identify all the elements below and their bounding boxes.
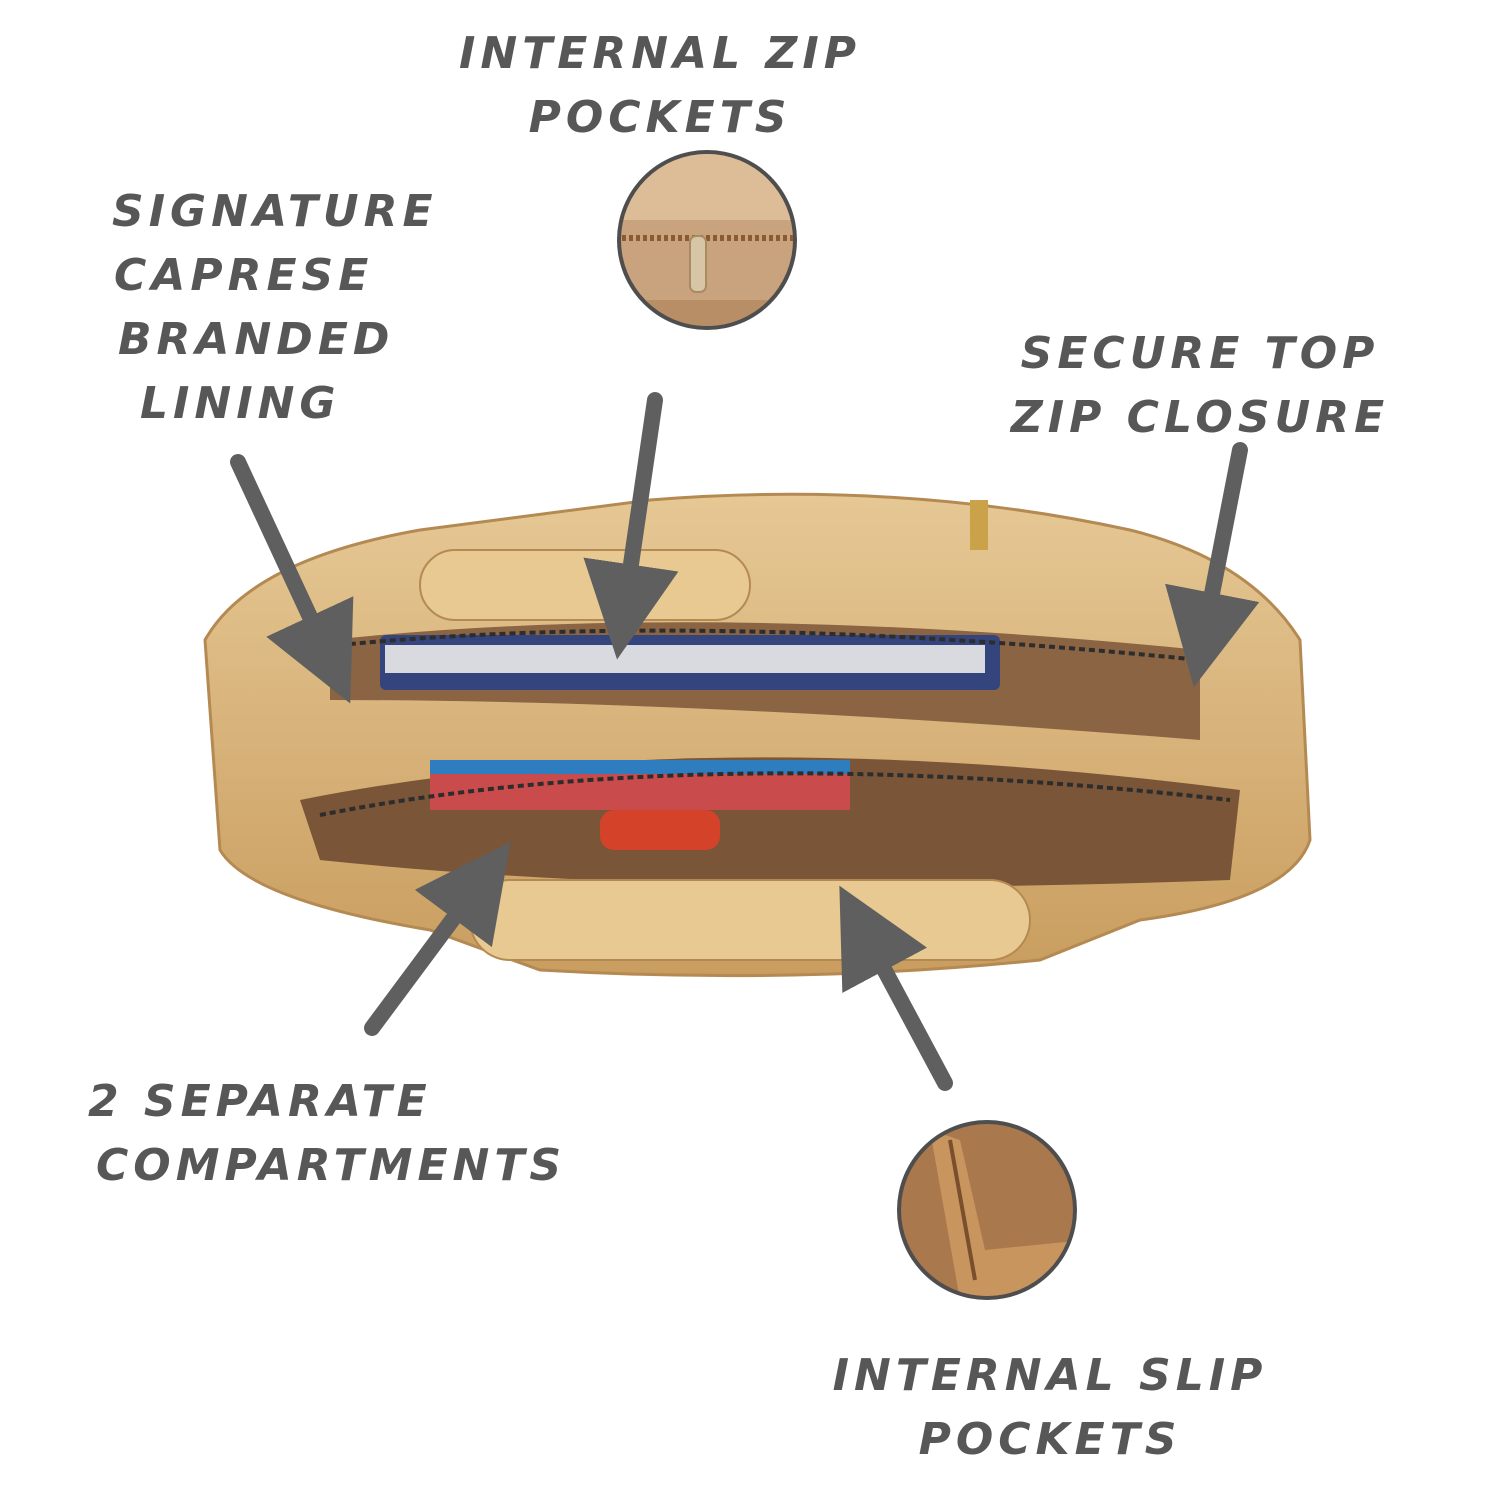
label-line: SIGNATURE bbox=[112, 186, 438, 237]
label-internal-slip-pockets: INTERNAL SLIP POCKETS bbox=[800, 1344, 1300, 1472]
zip-pocket-detail-icon bbox=[617, 150, 797, 330]
label-line: COMPARTMENTS bbox=[96, 1140, 567, 1191]
label-line: POCKETS bbox=[918, 1414, 1182, 1465]
label-separate-compartments: 2 SEPARATE COMPARTMENTS bbox=[88, 1070, 566, 1198]
label-line: INTERNAL ZIP bbox=[459, 28, 861, 79]
handbag-icon bbox=[203, 492, 1312, 978]
arrow-icon bbox=[364, 841, 511, 1036]
label-line: POCKETS bbox=[528, 92, 792, 143]
label-internal-zip-pockets: INTERNAL ZIP POCKETS bbox=[420, 22, 900, 150]
label-line: SECURE TOP bbox=[1020, 328, 1380, 379]
label-line: ZIP CLOSURE bbox=[1010, 392, 1390, 443]
label-line: LINING bbox=[140, 378, 341, 429]
arrow-icon bbox=[230, 454, 354, 704]
label-line: CAPRESE bbox=[114, 250, 374, 301]
slip-pocket-detail-icon bbox=[897, 1120, 1077, 1300]
arrow-icon bbox=[839, 885, 953, 1091]
arrow-icon bbox=[583, 392, 679, 660]
label-line: BRANDED bbox=[118, 314, 395, 365]
label-line: INTERNAL SLIP bbox=[832, 1350, 1268, 1401]
arrow-icon bbox=[1165, 442, 1260, 688]
label-signature-lining: SIGNATURE CAPRESE BRANDED LINING bbox=[112, 180, 438, 436]
label-line: 2 SEPARATE bbox=[88, 1076, 432, 1127]
label-secure-top-zip: SECURE TOP ZIP CLOSURE bbox=[980, 322, 1420, 450]
